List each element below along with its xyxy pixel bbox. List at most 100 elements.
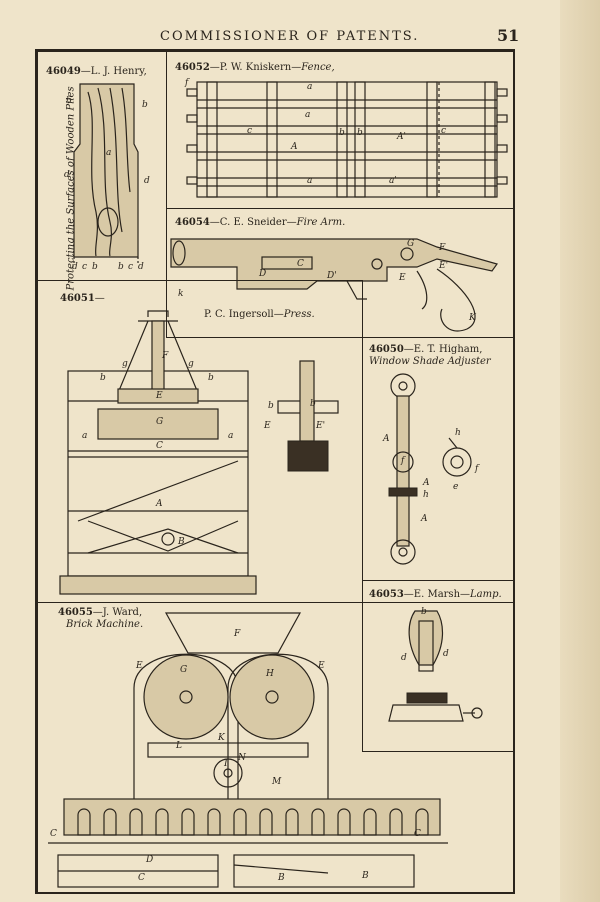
label: a <box>228 431 234 441</box>
label: C <box>297 259 304 269</box>
label: b <box>208 373 214 383</box>
label: A' <box>397 132 406 142</box>
label: E <box>136 661 143 671</box>
label: C <box>138 873 145 883</box>
label: E <box>399 273 406 283</box>
label: f <box>185 78 189 88</box>
label: b <box>357 128 363 138</box>
label: e <box>453 482 459 492</box>
label: b <box>100 373 106 383</box>
label: d <box>443 649 449 659</box>
plate-frame: 46049—L. J. Henry, Protecting the Surfac… <box>35 49 515 894</box>
shade-adjuster-drawing <box>388 373 472 565</box>
label: F <box>162 351 169 361</box>
label: D <box>146 855 154 865</box>
label: G <box>156 417 164 427</box>
panel-46051: 46051— P. C. Ingersoll—Press. <box>37 280 363 603</box>
caption-46055: 46055—J. Ward, <box>58 607 143 618</box>
label: d <box>64 170 70 180</box>
label: A <box>421 514 428 524</box>
label: E <box>318 661 325 671</box>
label: E <box>156 391 163 401</box>
label: d <box>72 262 78 272</box>
label: K <box>218 733 225 743</box>
label: a <box>307 176 313 186</box>
caption-46051: 46051— <box>60 293 105 304</box>
caption-46052: 46052—P. W. Kniskern—Fence, <box>175 62 335 73</box>
label: G <box>180 665 188 675</box>
label: F <box>439 243 446 253</box>
label: C <box>50 829 57 839</box>
label: a' <box>389 176 397 186</box>
label: b <box>118 262 124 272</box>
label: I <box>224 759 228 769</box>
label: F <box>234 629 241 639</box>
label: K <box>469 313 476 323</box>
label: b <box>421 607 427 617</box>
caption-46055-title: Brick Machine. <box>66 619 144 630</box>
label: a <box>305 110 311 120</box>
label: g <box>122 359 128 369</box>
brick-machine-drawing <box>48 612 448 888</box>
firearm-drawing <box>170 238 498 332</box>
label: b <box>268 401 274 411</box>
panel-46052: 46052—P. W. Kniskern—Fence, <box>166 51 515 209</box>
label: E <box>264 421 271 431</box>
label: c <box>441 126 447 136</box>
label: A <box>423 478 430 488</box>
caption-46050-title: Window Shade Adjuster <box>369 356 491 367</box>
label: g <box>188 359 194 369</box>
label: H <box>266 669 274 679</box>
lamp-drawing <box>388 610 483 722</box>
label: h <box>423 490 429 500</box>
page-edge <box>560 0 600 902</box>
label: c <box>82 262 88 272</box>
label: a <box>106 148 112 158</box>
panel-46053: 46053—E. Marsh—Lamp. b d d <box>362 580 515 752</box>
label: b <box>339 128 345 138</box>
caption-46050: 46050—E. T. Higham, <box>369 344 483 355</box>
label: a <box>307 82 313 92</box>
page-number: 51 <box>497 26 520 45</box>
panel-46054: 46054—C. E. Sneider—Fire Arm. D C D' G F… <box>166 208 515 338</box>
label: f <box>401 456 405 466</box>
label: a <box>82 431 88 441</box>
label: d <box>144 176 150 186</box>
label: D <box>259 269 267 279</box>
label: E' <box>439 261 449 271</box>
label: d <box>401 653 407 663</box>
page-header-title: COMMISSIONER OF PATENTS. <box>160 29 420 44</box>
label: C <box>414 829 421 839</box>
label: d <box>138 262 144 272</box>
caption-46049: 46049—L. J. Henry, <box>46 66 147 77</box>
label: b <box>92 262 98 272</box>
caption-46054: 46054—C. E. Sneider—Fire Arm. <box>175 217 346 228</box>
panel-46049: 46049—L. J. Henry, Protecting the Surfac… <box>37 51 167 291</box>
label: B <box>178 537 185 547</box>
label: c <box>128 262 134 272</box>
label: k <box>178 289 184 299</box>
label: f <box>475 464 479 474</box>
label: B <box>278 873 285 883</box>
label: N <box>238 753 246 763</box>
label: b <box>310 399 316 409</box>
fence-drawing <box>186 81 508 198</box>
label: L <box>176 741 182 751</box>
caption-46053: 46053—E. Marsh—Lamp. <box>369 589 502 600</box>
panel-46055: 46055—J. Ward, Brick Machine. <box>37 602 515 894</box>
pile-drawing <box>73 83 139 264</box>
label: A <box>156 499 163 509</box>
label: b <box>142 100 148 110</box>
label: C <box>156 441 163 451</box>
label: B <box>362 871 369 881</box>
label: E' <box>316 421 326 431</box>
label: h <box>455 428 461 438</box>
label: D' <box>327 271 337 281</box>
label: c <box>247 126 253 136</box>
press-drawing <box>59 310 339 595</box>
caption-46051-title: P. C. Ingersoll—Press. <box>204 309 315 320</box>
label: A <box>291 142 298 152</box>
label: M <box>272 777 282 787</box>
label: A <box>383 434 390 444</box>
